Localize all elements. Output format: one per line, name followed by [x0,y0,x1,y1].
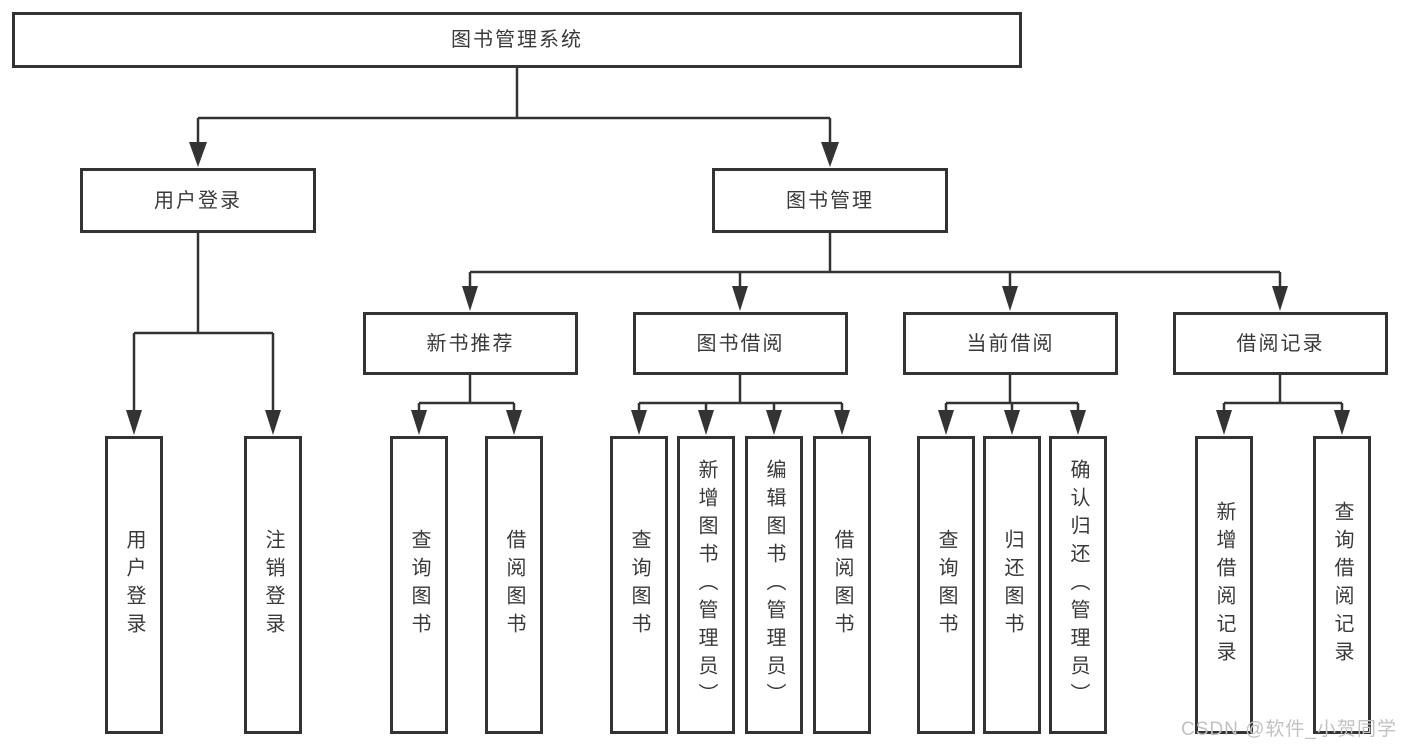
leaf-edit-book-admin: 编辑图书（管理员） [745,436,803,734]
arrowhead [766,410,782,435]
arrowhead [631,410,647,435]
node-current-borrow: 当前借阅 [903,312,1118,375]
arrowhead [126,410,142,435]
arrowhead [506,410,522,435]
node-new-book-recommend: 新书推荐 [363,312,578,375]
node-book-management: 图书管理 [712,168,948,233]
leaf-logout: 注销登录 [244,436,302,734]
node-borrow-records: 借阅记录 [1173,312,1388,375]
arrowhead [821,142,839,167]
leaf-borrow-books-2: 借阅图书 [813,436,871,734]
node-user-login: 用户登录 [80,168,316,233]
leaf-user-login: 用户登录 [105,436,163,734]
connector-new-book [417,375,516,412]
connector-root [196,68,832,146]
csdn-watermark: CSDN @软件_小贺同学 [1181,719,1397,740]
arrowhead [938,410,954,435]
arrowhead [698,410,714,435]
arrowhead [1216,410,1232,435]
leaf-borrow-books-1: 借阅图书 [485,436,543,734]
leaf-query-books-3: 查询图书 [917,436,975,734]
connector-book-management [468,233,1282,290]
arrowhead [1002,286,1018,311]
connector-user-login [132,233,275,412]
arrowhead [1070,410,1086,435]
leaf-add-borrow-record: 新增借阅记录 [1195,436,1253,734]
arrowhead [1334,410,1350,435]
node-book-borrow: 图书借阅 [633,312,848,375]
arrowhead [411,410,427,435]
node-root-system: 图书管理系统 [12,12,1022,68]
leaf-return-book: 归还图书 [983,436,1041,734]
leaf-query-borrow-record: 查询借阅记录 [1313,436,1371,734]
leaf-add-book-admin: 新增图书（管理员） [677,436,735,734]
arrowhead [265,410,281,435]
arrowhead [189,142,207,167]
arrowhead [834,410,850,435]
arrowhead [732,286,748,311]
leaf-query-books-1: 查询图书 [390,436,448,734]
arrowhead [462,286,478,311]
connector-book-borrow [637,375,844,412]
arrowhead [1004,410,1020,435]
connector-borrow-records [1222,375,1344,412]
leaf-query-books-2: 查询图书 [610,436,668,734]
connector-current-borrow [944,375,1080,412]
leaf-confirm-return-admin: 确认归还（管理员） [1049,436,1107,734]
arrowhead [1272,286,1288,311]
